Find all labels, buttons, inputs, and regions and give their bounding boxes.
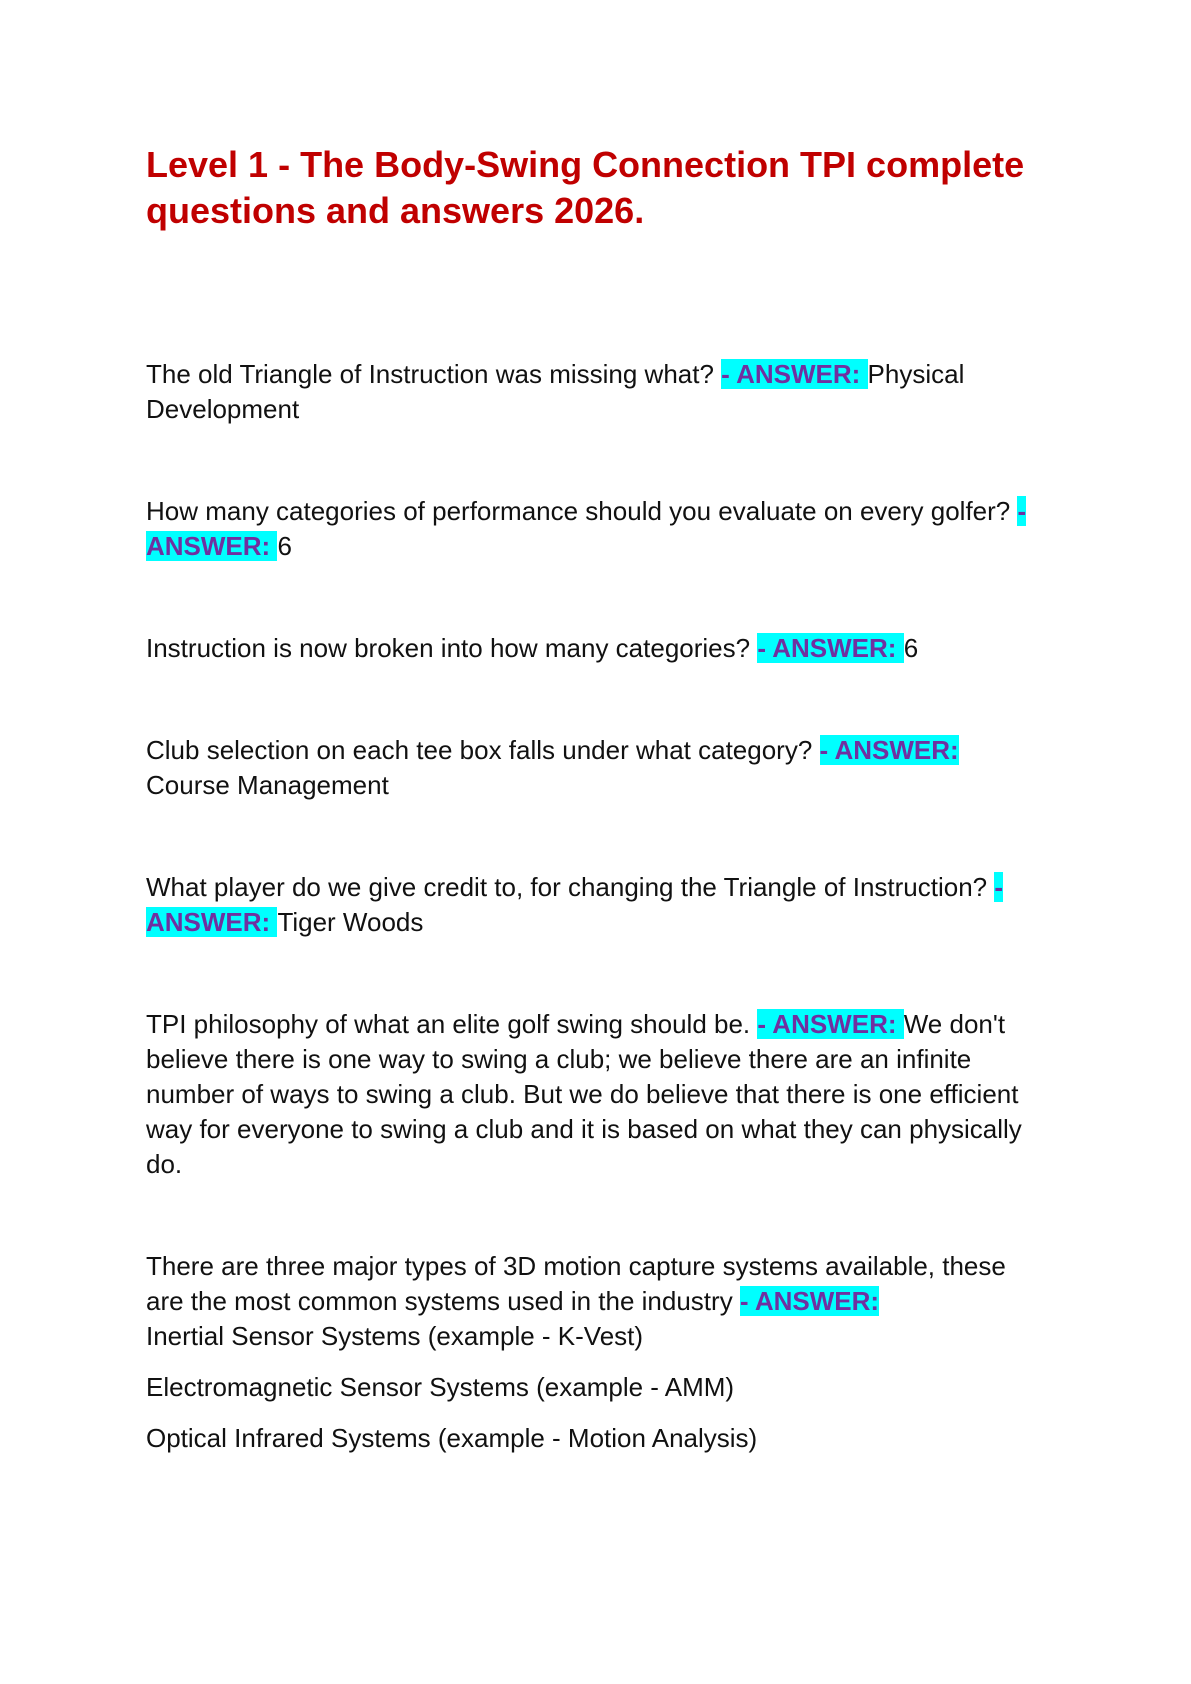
answer-marker: - ANSWER:: [721, 359, 868, 389]
answer-extra-line: Optical Infrared Systems (example - Moti…: [146, 1423, 758, 1453]
qa-item-3: Instruction is now broken into how many …: [146, 631, 1046, 666]
question-text: What player do we give credit to, for ch…: [146, 872, 995, 902]
answer-marker: - ANSWER:: [757, 633, 904, 663]
document-page: Level 1 - The Body-Swing Connection TPI …: [146, 142, 1046, 1456]
answer-text: Physical Development: [146, 359, 965, 424]
answer-text: Tiger Woods: [277, 907, 424, 937]
answer-extra-line: Electromagnetic Sensor Systems (example …: [146, 1372, 735, 1402]
answer-text: Inertial Sensor Systems (example - K-Ves…: [146, 1321, 644, 1351]
answer-marker: - ANSWER:: [757, 1009, 904, 1039]
qa-item-5: What player do we give credit to, for ch…: [146, 870, 1046, 940]
answer-text: We don't believe there is one way to swi…: [146, 1009, 1022, 1179]
question-text: TPI philosophy of what an elite golf swi…: [146, 1009, 758, 1039]
qa-item-6: TPI philosophy of what an elite golf swi…: [146, 1007, 1046, 1182]
answer-marker: - ANSWER:: [739, 1286, 880, 1316]
qa-item-4: Club selection on each tee box falls und…: [146, 733, 1046, 803]
answer-marker: - ANSWER:: [819, 735, 959, 765]
qa-list: The old Triangle of Instruction was miss…: [146, 357, 1046, 1456]
qa-item-1: The old Triangle of Instruction was miss…: [146, 357, 1046, 427]
answer-text: Course Management: [146, 770, 389, 800]
answer-text: 6: [903, 633, 919, 663]
question-text: There are three major types of 3D motion…: [146, 1251, 1006, 1316]
question-text: How many categories of performance shoul…: [146, 496, 1018, 526]
qa-item-7-main: There are three major types of 3D motion…: [146, 1249, 1046, 1354]
document-title: Level 1 - The Body-Swing Connection TPI …: [146, 144, 1025, 231]
qa-item-2: How many categories of performance shoul…: [146, 494, 1046, 564]
question-text: The old Triangle of Instruction was miss…: [146, 359, 722, 389]
qa-item-7: There are three major types of 3D motion…: [146, 1249, 1046, 1456]
answer-text: 6: [277, 531, 292, 561]
question-text: Instruction is now broken into how many …: [146, 633, 758, 663]
question-text: Club selection on each tee box falls und…: [146, 735, 820, 765]
